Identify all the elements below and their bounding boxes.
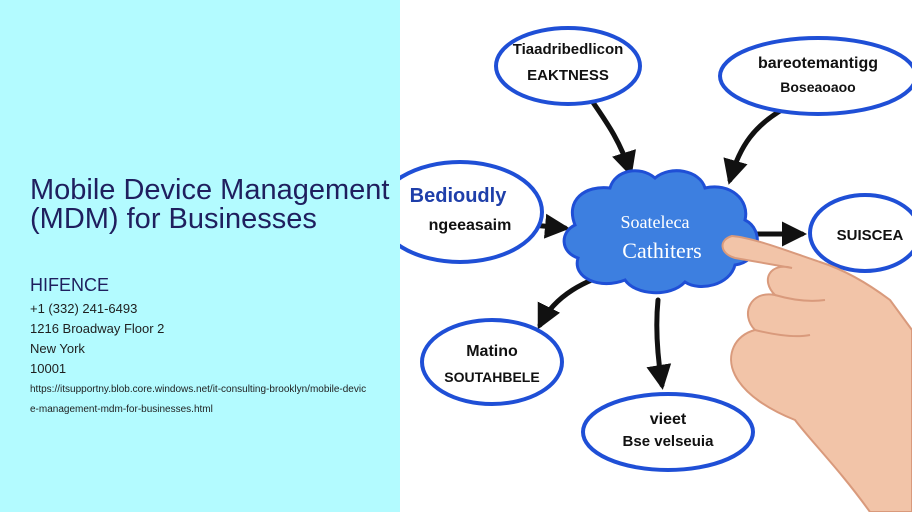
source-url[interactable]: https://itsupportny.blob.core.windows.ne… [30,380,370,420]
cloud-label-1: Soateleca [621,212,690,232]
node-2-label-2: Boseaoaoo [780,79,855,95]
node-5: Matino SOUTAHBELE [420,318,564,406]
node-2: bareotemantigg Boseaoaoo [718,36,912,116]
arrow-6 [646,297,672,390]
pointing-hand-icon [721,234,912,512]
node-1-label-1: Tiaadribedlicon [513,41,624,58]
node-6-label-2: Bse velseuia [623,433,715,450]
node-6: vieet Bse velseuia [581,392,755,472]
company-name: HIFENCE [30,275,110,295]
node-1-label-2: EAKTNESS [527,67,609,84]
arrow-2 [723,105,788,185]
node-3-label-1: Bedioudly [410,185,508,207]
mind-map-graphic: Tiaadribedlicon EAKTNESS bareotemantigg … [400,26,912,512]
phone-number: +1 (332) 241-6493 [30,301,138,316]
node-3: Bedioudly ngeeasaim [400,160,544,264]
city: New York [30,341,85,356]
node-1: Tiaadribedlicon EAKTNESS [494,26,642,106]
address-line: 1216 Broadway Floor 2 [30,321,165,336]
node-5-label-1: Matino [466,343,518,360]
left-info-panel: Mobile Device Management (MDM) for Busin… [0,0,400,512]
cloud-icon: Soateleca Cathiters [562,169,759,295]
mdm-illustration: Tiaadribedlicon EAKTNESS bareotemantigg … [400,0,912,512]
zip-code: 10001 [30,361,67,376]
arrow-1 [587,95,636,177]
node-4: SUISCEA [808,193,912,273]
node-5-label-2: SOUTAHBELE [444,369,539,385]
source-link[interactable]: https://itsupportny.blob.core.windows.ne… [30,384,367,415]
node-3-label-2: ngeeasaim [429,217,512,234]
node-2-label-1: bareotemantigg [758,55,878,72]
node-6-label-1: vieet [650,411,687,428]
node-4-label: SUISCEA [837,227,904,244]
cloud-label-2: Cathiters [622,238,701,263]
page-title: Mobile Device Management (MDM) for Busin… [30,174,390,235]
